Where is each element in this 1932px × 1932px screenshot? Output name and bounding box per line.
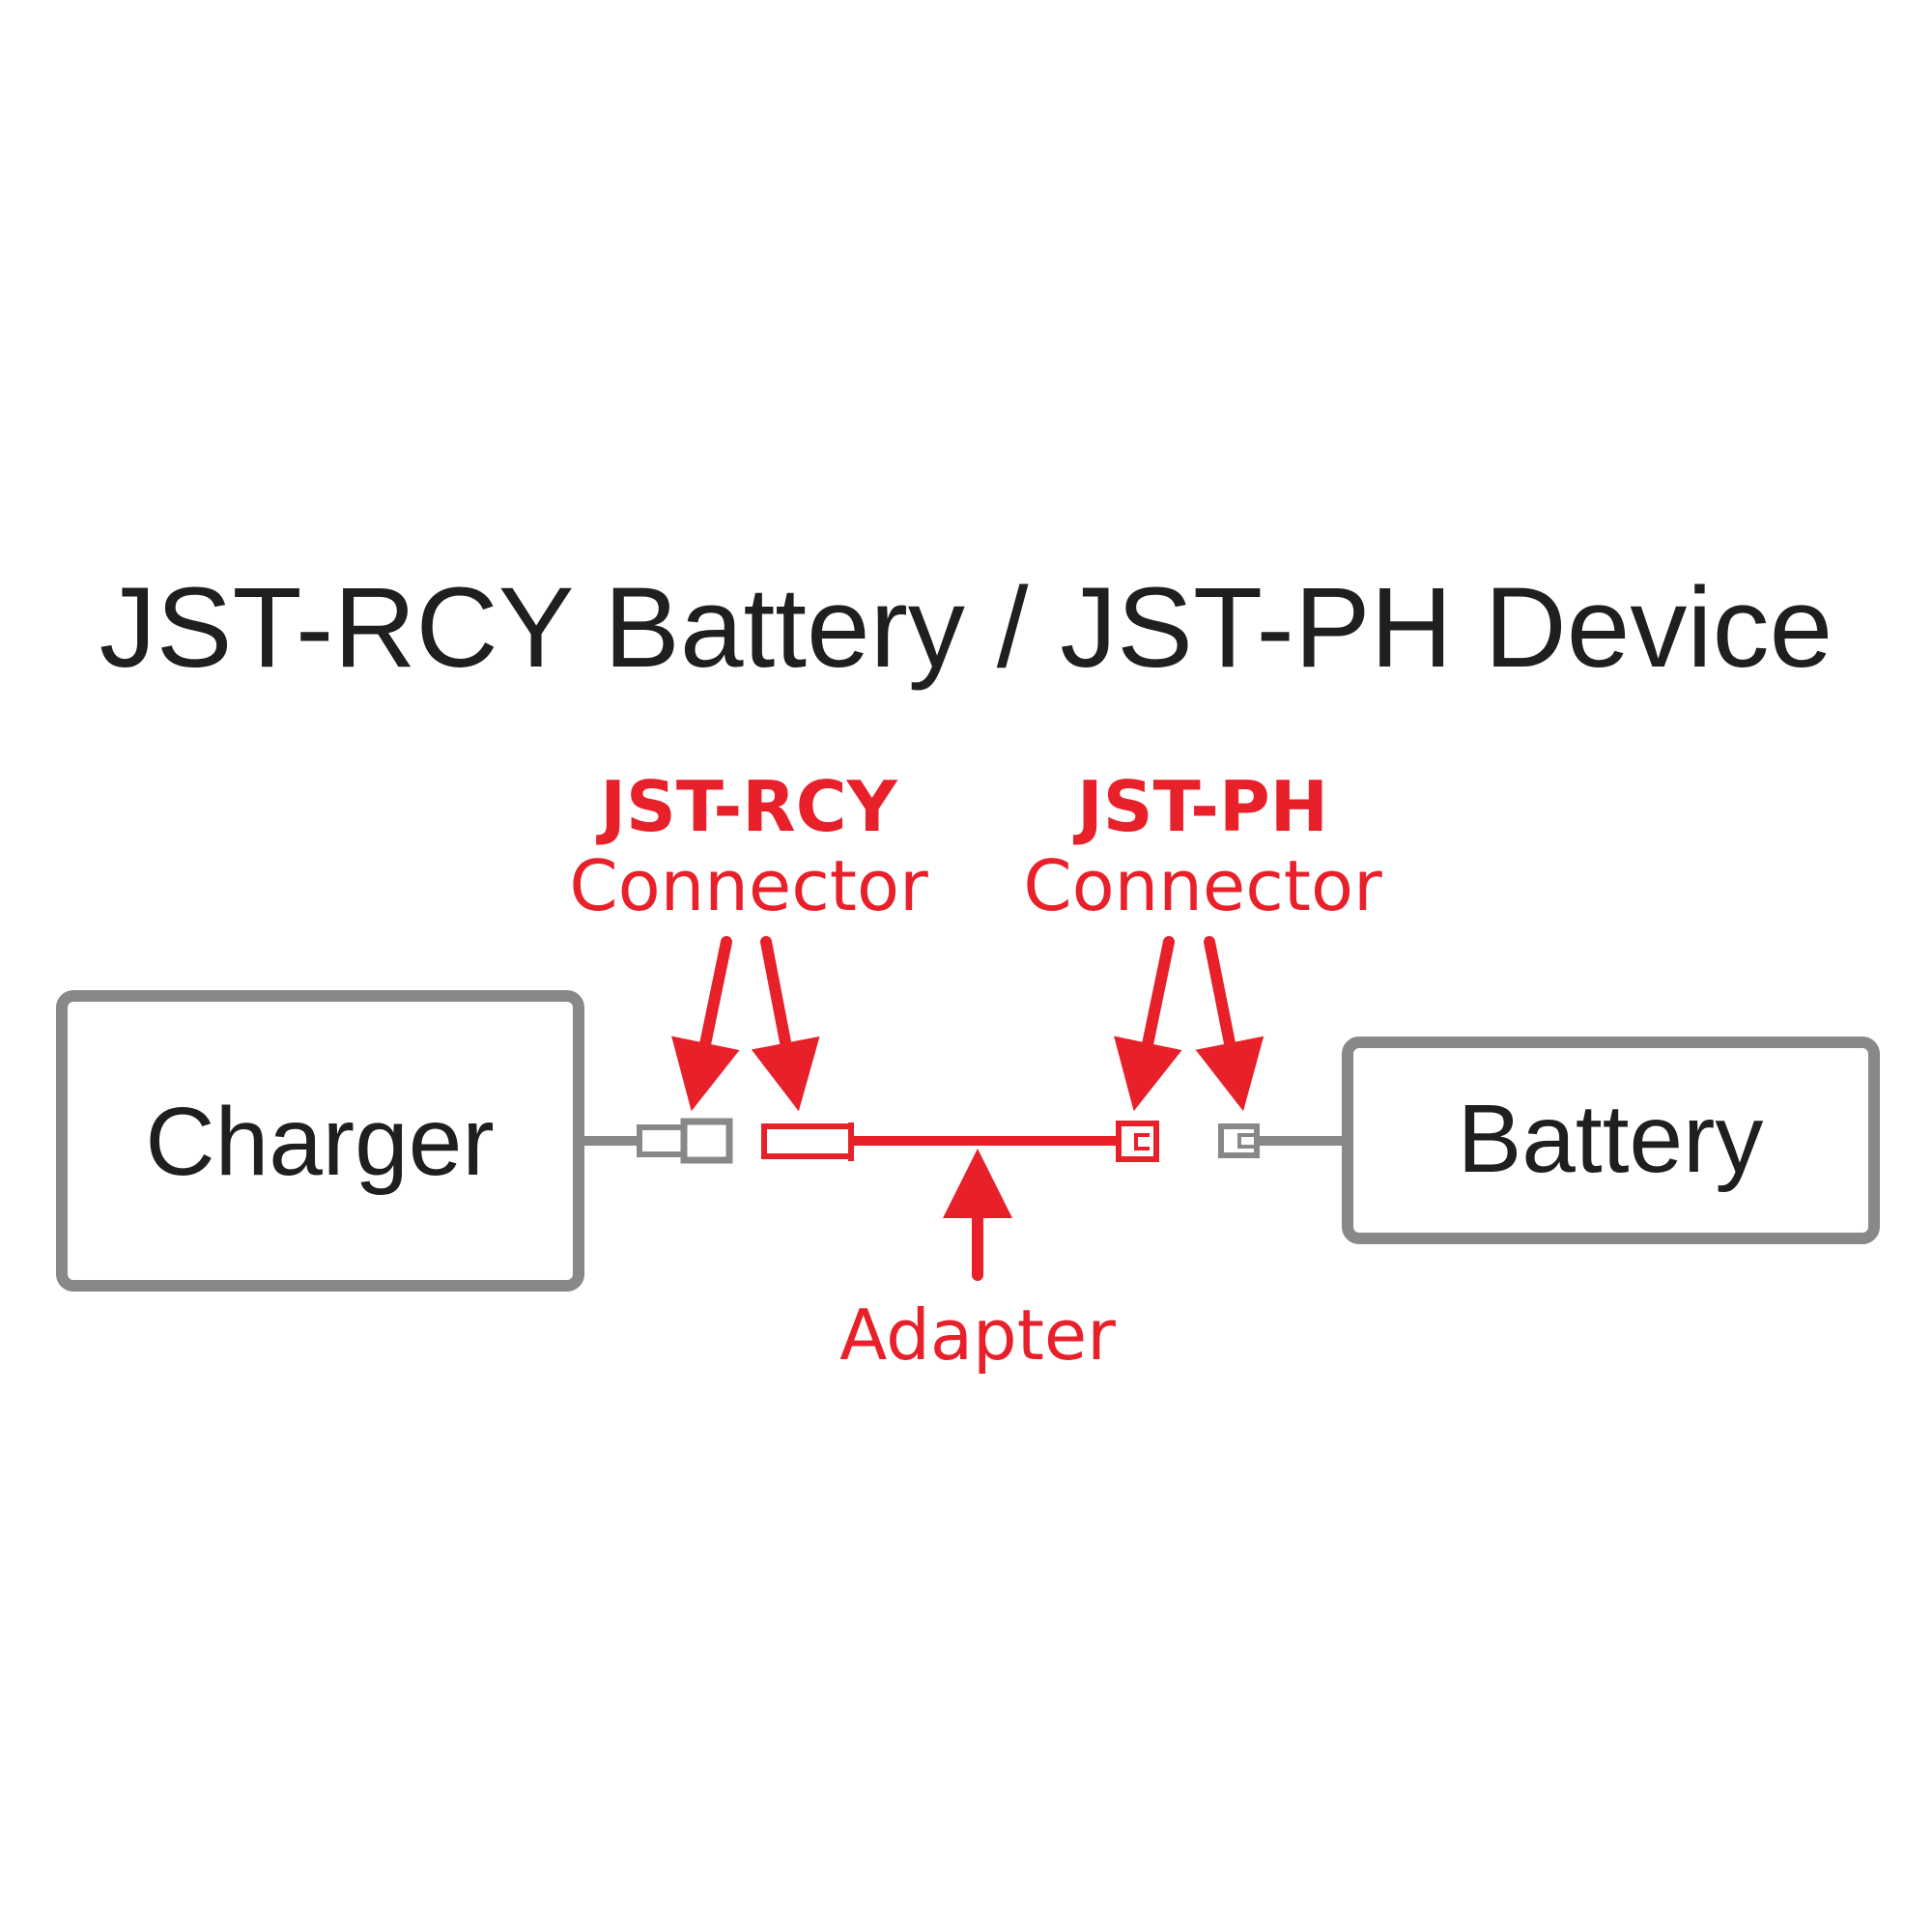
rcy-arrow-right: [751, 936, 820, 1112]
ph-arrow-left: [1114, 936, 1182, 1112]
battery-label: Battery: [1458, 1085, 1764, 1193]
ph-label-name: JST-PH: [1072, 766, 1328, 847]
adapter-label: Adapter: [839, 1294, 1116, 1376]
rcy-label-sub: Connector: [569, 845, 928, 926]
battery-ph-plug: [1218, 1123, 1348, 1158]
ph-label-sub: Connector: [1023, 845, 1382, 926]
diagram-title: JST-RCY Battery / JST-PH Device: [99, 564, 1833, 692]
rcy-label-name: JST-RCY: [595, 766, 897, 847]
ph-arrow-right: [1195, 936, 1264, 1112]
adapter-cable: [761, 1121, 1159, 1162]
rcy-arrow-left: [671, 936, 740, 1112]
charger-label: Charger: [145, 1088, 494, 1196]
charger-box: [56, 990, 584, 1292]
charger-rcy-plug: [584, 1118, 733, 1164]
